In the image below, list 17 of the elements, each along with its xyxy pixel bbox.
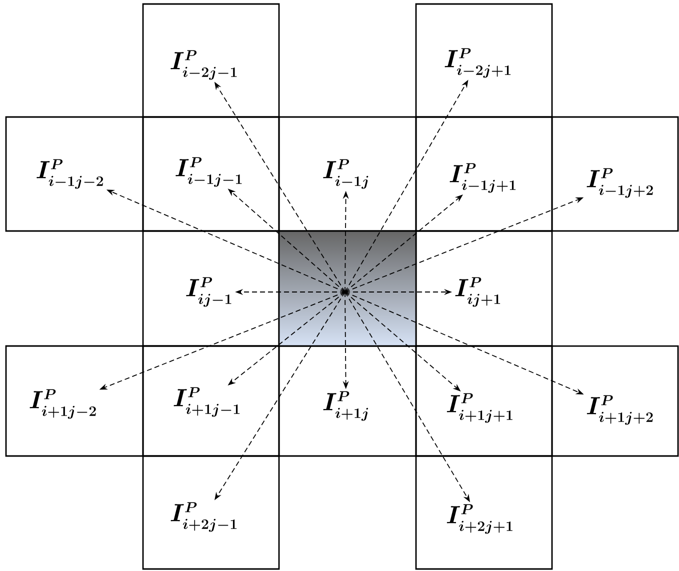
shaded-cell (278, 230, 417, 347)
cell-label: $I^{P}_{ij-1}$ (186, 277, 232, 307)
cell-label: $I^{P}_{ij+1}$ (455, 277, 500, 307)
cell-label: $I^{P}_{i+1j}$ (323, 391, 368, 421)
cell-label: $I^{P}_{i+1j+1}$ (446, 393, 512, 423)
cell-label: $I^{P}_{i+2j+1}$ (446, 504, 512, 534)
cell-label: $I^{P}_{i-2j+1}$ (444, 48, 511, 78)
cell-label: $I^{P}_{i-1j+1}$ (450, 163, 516, 193)
cell-label: $I^{P}_{i+2j-1}$ (170, 502, 237, 532)
cell-label: $I^{P}_{i-2j-1}$ (170, 50, 237, 80)
cell-label: $I^{P}_{i-1j-2}$ (36, 159, 104, 189)
cell-label: $I^{P}_{i+1j+2}$ (586, 395, 653, 425)
cell-label: $I^{P}_{i-1j+2}$ (586, 168, 653, 198)
cell-label: $I^{P}_{i-1j}$ (323, 159, 368, 189)
cell-label: $I^{P}_{i+1j-2}$ (30, 389, 96, 419)
cell-label: $I^{P}_{i-1j-1}$ (176, 157, 242, 187)
cell-label: $I^{P}_{i+1j-1}$ (174, 387, 240, 417)
